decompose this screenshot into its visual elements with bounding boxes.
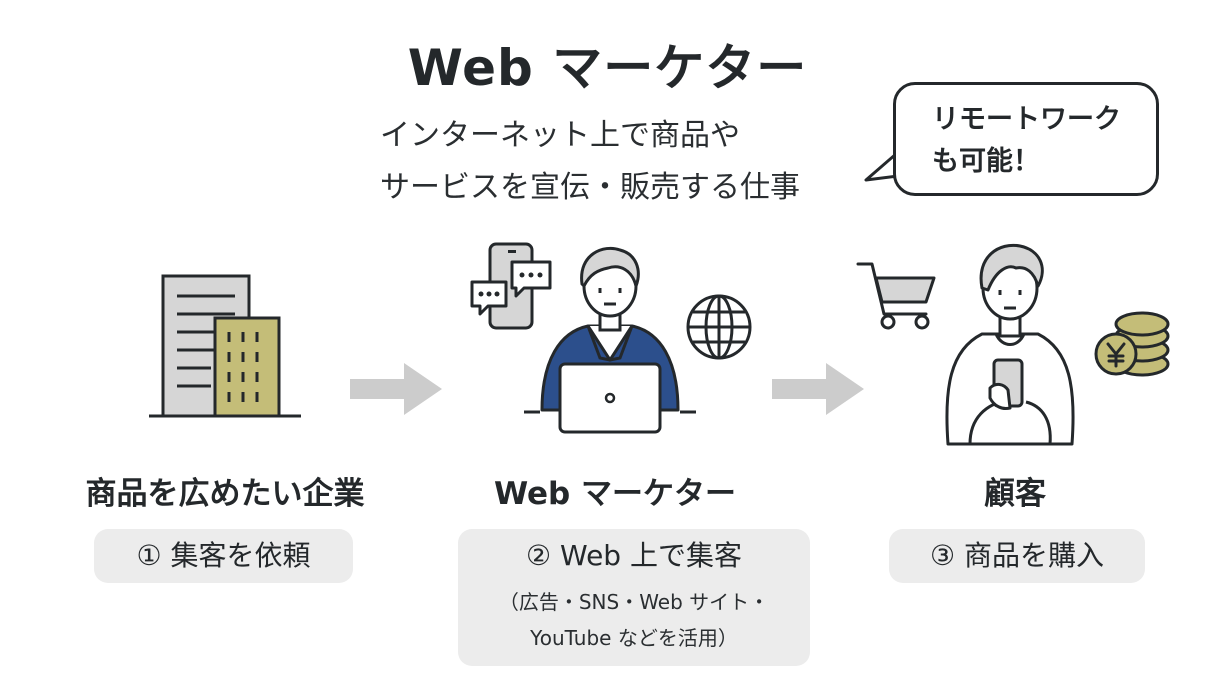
arrow-right-icon [772,363,864,415]
shopping-cart-icon [856,262,936,330]
step-1-pill: ① 集客を依頼 [94,529,353,583]
step-3-label: 顧客 [984,476,1046,512]
step-2-pill-text: ② Web 上で集客 [526,539,742,572]
step-3-pill-text: ③ 商品を購入 [929,539,1104,572]
speech-bubble-line-1: リモートワーク [932,104,1121,135]
speech-bubble: リモートワーク も可能！ [893,82,1159,196]
step-2-label: Web マーケター [493,476,737,512]
step-2-pill: ② Web 上で集客 （広告・SNS・Web サイト・ YouTube などを活… [458,529,810,666]
subtitle-line-2: サービスを宣伝・販売する仕事 [380,170,800,205]
subtitle-line-1: インターネット上で商品や [380,118,740,153]
speech-bubble-line-2: も可能！ [932,146,1040,177]
speech-bubble-tail-icon [864,152,899,182]
step-2-note-line-1: （広告・SNS・Web サイト・ [498,590,770,614]
marketer-laptop-icon [524,246,696,434]
arrow-right-icon [350,363,442,415]
building-icon [149,274,301,418]
customer-smartphone-icon [945,243,1075,446]
smartphone-chat-icon [470,242,552,330]
subtitle: インターネット上で商品や サービスを宣伝・販売する仕事 [380,110,800,214]
globe-icon [686,294,752,360]
yen-coins-icon [1094,311,1170,377]
step-1-label: 商品を広めたい企業 [85,476,365,512]
page-title: Web マーケター [407,39,808,97]
step-2-note-line-2: YouTube などを活用） [530,626,738,650]
step-3-pill: ③ 商品を購入 [889,529,1145,583]
step-1-pill-text: ① 集客を依頼 [136,539,311,572]
